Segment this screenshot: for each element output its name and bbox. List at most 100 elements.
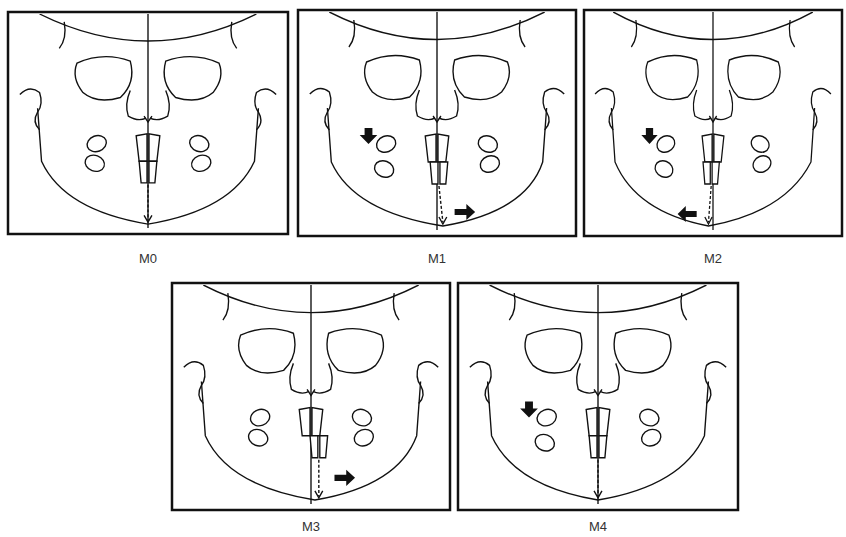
facial-midline [436,12,437,230]
face-group [20,14,276,228]
panel-label: M4 [587,519,609,534]
panel-label: M0 [137,251,159,266]
chin-deviation [597,460,598,496]
orbit [646,55,698,99]
panel-frame [172,283,450,510]
tooth [83,153,107,174]
tooth [350,407,374,429]
incisor [586,408,597,436]
panel-label: M2 [702,251,724,266]
tooth [187,133,211,154]
incisor [440,162,448,184]
tooth [655,133,677,155]
panel-label: M3 [300,519,322,534]
skull-outline [681,293,687,320]
chin-deviation [439,186,443,222]
orbit [614,329,671,373]
skull-outline [349,20,355,47]
incisor [589,436,597,458]
chin-deviation [147,185,148,220]
skull-outline [519,20,525,47]
orbit [164,57,221,100]
face-schematic [184,285,438,504]
skull-outline [631,20,636,47]
incisor [599,436,607,458]
facial-midline [310,285,311,504]
tooth [751,153,773,175]
incisor [139,161,147,183]
incisor [149,134,160,161]
incisor [712,162,719,184]
skull-outline [509,293,515,320]
face-group [310,12,564,230]
tooth [533,432,557,454]
skull-outline [789,20,794,47]
incisor [430,162,438,184]
panel-frame [584,10,842,236]
tooth [476,133,500,155]
incisor [438,134,449,162]
facial-midline [597,285,598,504]
facial-midline [147,14,148,228]
face-schematic [310,12,564,230]
orbit [365,55,421,99]
tooth [246,427,270,449]
chin-deviation [439,217,447,224]
chin-deviation [144,215,152,222]
tooth [749,133,771,155]
orbit [453,55,509,99]
chin-deviation [318,460,319,496]
orbit [525,329,582,373]
chin-deviation [705,217,712,224]
skull-outline [231,22,237,49]
tooth [189,153,213,174]
face-schematic [470,285,726,504]
orbit [75,57,132,100]
facial-midline [712,12,713,230]
tooth [85,133,109,154]
orbit [728,55,780,99]
shift-arrow [334,470,355,486]
shift-arrow [360,128,378,144]
incisor [299,408,310,436]
chin-deviation [708,186,711,222]
incisor [703,162,710,184]
skull-outline [59,22,65,49]
skull-outline [393,293,399,320]
tooth [478,153,502,175]
incisor [149,161,157,183]
shift-arrow [520,402,538,418]
panel-frame [298,10,576,236]
incisor [702,134,712,162]
panel-frame [8,12,288,234]
shift-arrow [641,128,657,144]
panel-frame [458,283,738,510]
tooth [374,133,398,155]
face-schematic [20,14,276,228]
tooth [248,407,272,429]
skull-outline [223,293,229,320]
incisor [320,436,328,458]
face-group [470,285,726,504]
face-group [595,12,831,230]
chin-deviation [315,491,323,498]
shift-arrow [678,206,697,222]
incisor [136,134,147,161]
tooth [653,158,675,180]
incisor [599,408,610,436]
orbit [239,329,295,373]
tooth [637,407,661,429]
incisor [312,408,323,436]
shift-arrow [455,204,476,220]
tooth [639,427,663,449]
panel-label: M1 [426,251,448,266]
tooth [372,158,396,180]
incisor [310,436,318,458]
tooth [352,427,376,449]
chin-deviation [594,491,602,498]
incisor [425,134,436,162]
face-schematic [595,12,831,230]
face-group [184,285,438,504]
orbit [327,329,383,373]
